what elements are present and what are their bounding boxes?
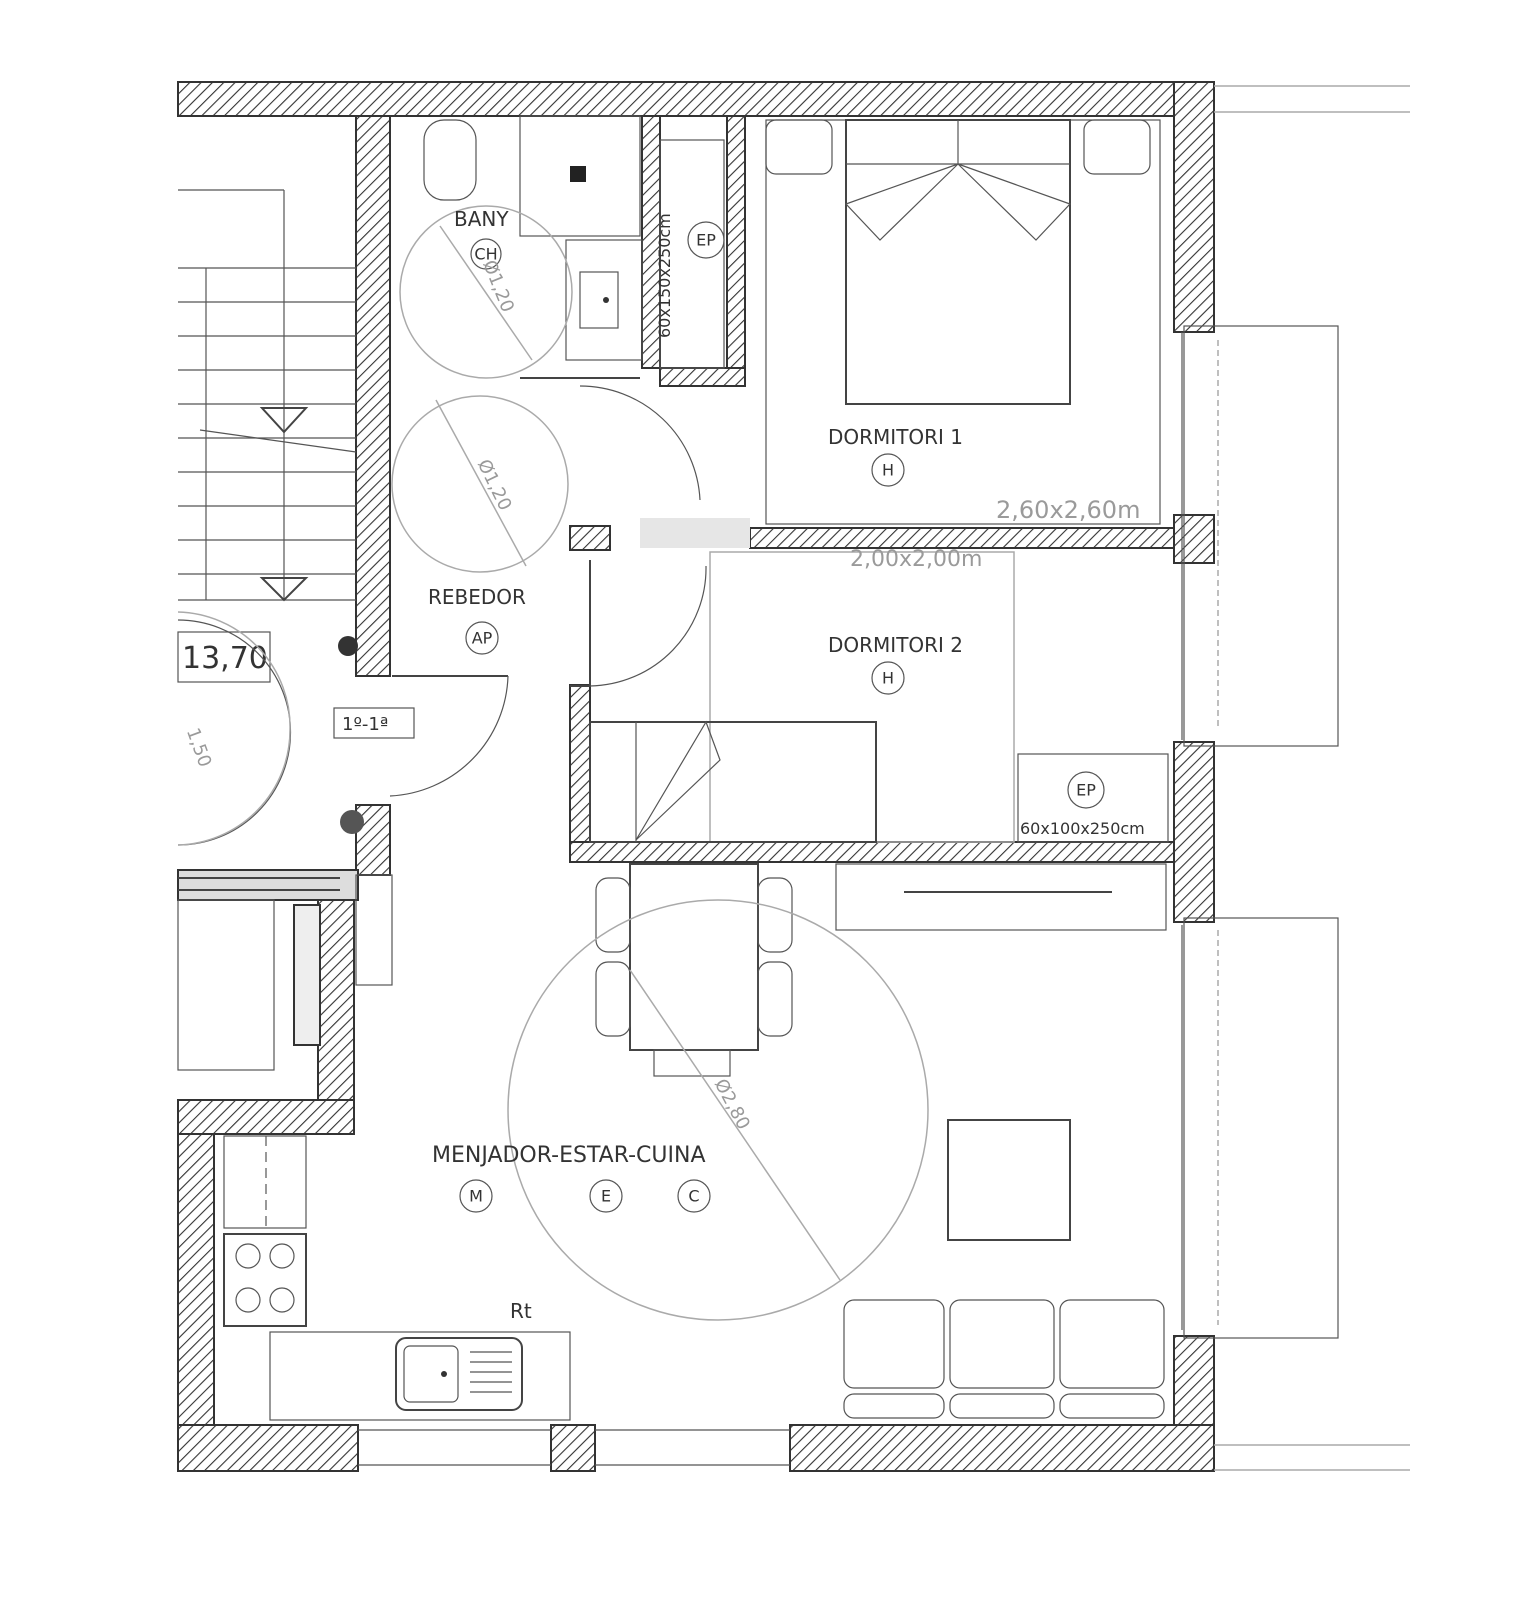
wall-bottom-right bbox=[789, 1424, 1215, 1472]
bedroom2-code: H bbox=[882, 669, 894, 688]
bedroom1-area-dim: 2,60x2,60m bbox=[996, 496, 1140, 524]
bedroom2-area-dim: 2,00x2,00m bbox=[850, 547, 982, 572]
living-code-e-badge bbox=[589, 1179, 623, 1213]
bedroom1-code-badge bbox=[871, 453, 905, 487]
valve-icon bbox=[340, 810, 364, 834]
bathroom-name: BANY bbox=[454, 207, 509, 231]
wall-right-mid1 bbox=[1173, 514, 1215, 564]
bedroom1-name: DORMITORI 1 bbox=[828, 425, 963, 449]
wall-bed2-left bbox=[569, 684, 591, 861]
bedroom-1: DORMITORI 1 H 2,60x2,60m bbox=[640, 119, 1161, 548]
wall-bath-bottom bbox=[659, 367, 746, 387]
hall-circle-dim: Ø1,20 bbox=[473, 456, 516, 514]
wall-top bbox=[177, 81, 1215, 117]
hall: Ø1,20 REBEDOR AP bbox=[389, 395, 707, 797]
living-name: MENJADOR-ESTAR-CUINA bbox=[432, 1143, 706, 1168]
shower-dim: 60x150x250cm bbox=[655, 213, 674, 338]
wardrobe-code: EP bbox=[1076, 781, 1096, 800]
hall-code: AP bbox=[472, 629, 493, 648]
wall-hall-left bbox=[355, 115, 391, 677]
bathroom: BANY CH Ø1,20 EP 60x150x250cm bbox=[399, 115, 725, 501]
living-code-m-badge bbox=[459, 1179, 493, 1213]
stair-circle-dim: 1,50 bbox=[182, 725, 215, 770]
wall-kitchen-left bbox=[317, 879, 355, 1111]
bedroom2-code-badge bbox=[871, 661, 905, 695]
bedroom1-code: H bbox=[882, 461, 894, 480]
wall-right-upper bbox=[1173, 81, 1215, 333]
meter-icon bbox=[338, 636, 358, 656]
wardrobe-code-badge bbox=[1067, 771, 1105, 809]
living-circle-dim: Ø2,80 bbox=[710, 1075, 754, 1133]
wall-kitchen-step bbox=[177, 1099, 355, 1135]
bathroom-code: CH bbox=[474, 245, 497, 264]
wall-kitchen-side bbox=[177, 1133, 215, 1426]
hall-name: REBEDOR bbox=[428, 585, 526, 609]
wardrobe-dim: 60x100x250cm bbox=[1020, 819, 1145, 838]
kitchen-label: Rt bbox=[510, 1299, 532, 1323]
wall-bed-stub bbox=[569, 525, 611, 551]
kitchen: Rt bbox=[223, 1135, 790, 1466]
bedroom2-name: DORMITORI 2 bbox=[828, 633, 963, 657]
bathroom-circle-dim: Ø1,20 bbox=[478, 257, 518, 315]
wall-bed1-bottom bbox=[749, 527, 1175, 549]
wall-bottom-mid bbox=[550, 1424, 596, 1472]
wall-right-mid2 bbox=[1173, 741, 1215, 923]
living-code-c-badge bbox=[677, 1179, 711, 1213]
living-code-m: M bbox=[469, 1187, 483, 1206]
shower-code-badge bbox=[687, 221, 725, 259]
walls bbox=[177, 81, 1215, 1472]
shower-code: EP bbox=[696, 231, 716, 250]
wall-bed2-bottom bbox=[569, 841, 1175, 863]
living-room: Ø2,80 MENJADOR-ESTAR-CUINA M E C bbox=[432, 863, 1167, 1419]
living-code-e: E bbox=[601, 1187, 611, 1206]
wall-bottom-left bbox=[177, 1424, 359, 1472]
bathroom-code-badge bbox=[470, 238, 502, 270]
stairs: 13,70 1,50 1º-1ª bbox=[177, 189, 415, 1071]
bedroom-2: 2,00x2,00m DORMITORI 2 H EP 60x100x250cm bbox=[589, 547, 1169, 843]
terraces bbox=[1181, 85, 1410, 1471]
wall-shower-right bbox=[726, 115, 746, 385]
apartment-number: 1º-1ª bbox=[342, 714, 388, 735]
landing-dim: 13,70 bbox=[182, 641, 268, 676]
living-code-c: C bbox=[688, 1187, 699, 1206]
hall-code-badge bbox=[465, 621, 499, 655]
